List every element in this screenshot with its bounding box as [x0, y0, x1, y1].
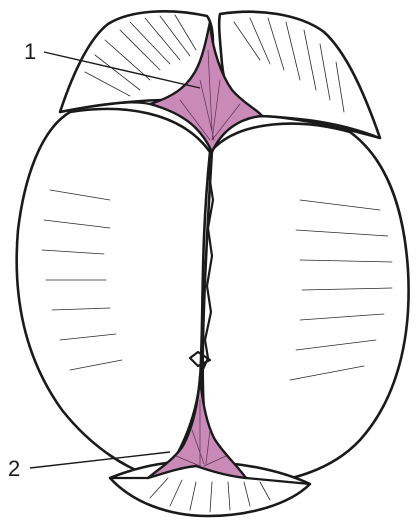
label-2: 2	[8, 456, 20, 481]
parietal-bone-left	[17, 109, 210, 478]
parietal-bone-right	[203, 124, 409, 484]
label-1: 1	[24, 39, 36, 64]
